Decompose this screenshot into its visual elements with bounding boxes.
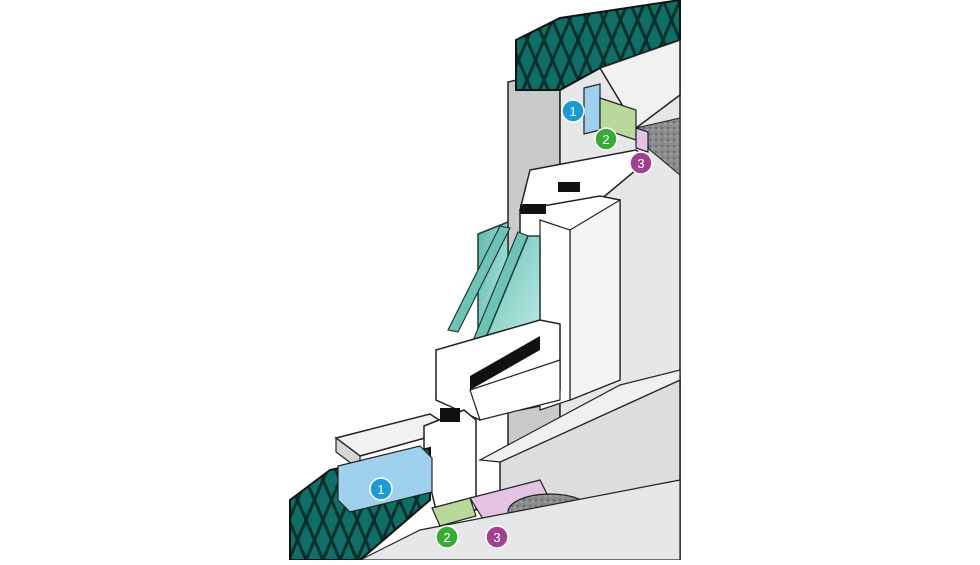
callout-3-top-label: 3 — [637, 156, 644, 171]
callout-2-bottom: 2 — [435, 525, 459, 549]
frame-jamb-side — [569, 198, 621, 401]
glazing-bead-seal — [470, 336, 540, 390]
seal-tape-purple-top — [635, 127, 649, 153]
seal-tape-green-bottom — [431, 497, 477, 527]
callout-1-bottom-label: 1 — [377, 482, 384, 497]
callout-3-top: 3 — [629, 151, 653, 175]
window-frame — [435, 149, 650, 421]
callout-1-top: 1 — [561, 99, 585, 123]
glass-pane-edge-1 — [447, 225, 511, 333]
callout-2-top-label: 2 — [602, 132, 609, 147]
callout-2-top: 2 — [594, 127, 618, 151]
callout-3-bottom: 3 — [485, 525, 509, 549]
callouts: 1 2 3 1 2 3 — [369, 99, 653, 549]
seal-tape-blue-top — [583, 83, 601, 135]
callout-3-bottom-label: 3 — [493, 530, 500, 545]
callout-2-bottom-label: 2 — [443, 530, 450, 545]
inner-sill-edge — [477, 369, 681, 463]
gasket-sash — [520, 204, 546, 214]
frame-sill-body — [469, 359, 561, 421]
frame-head — [519, 149, 650, 211]
gasket-top — [558, 182, 580, 192]
callout-1-top-label: 1 — [569, 104, 576, 119]
callout-1-bottom: 1 — [369, 477, 393, 501]
sill-gasket — [440, 408, 460, 422]
